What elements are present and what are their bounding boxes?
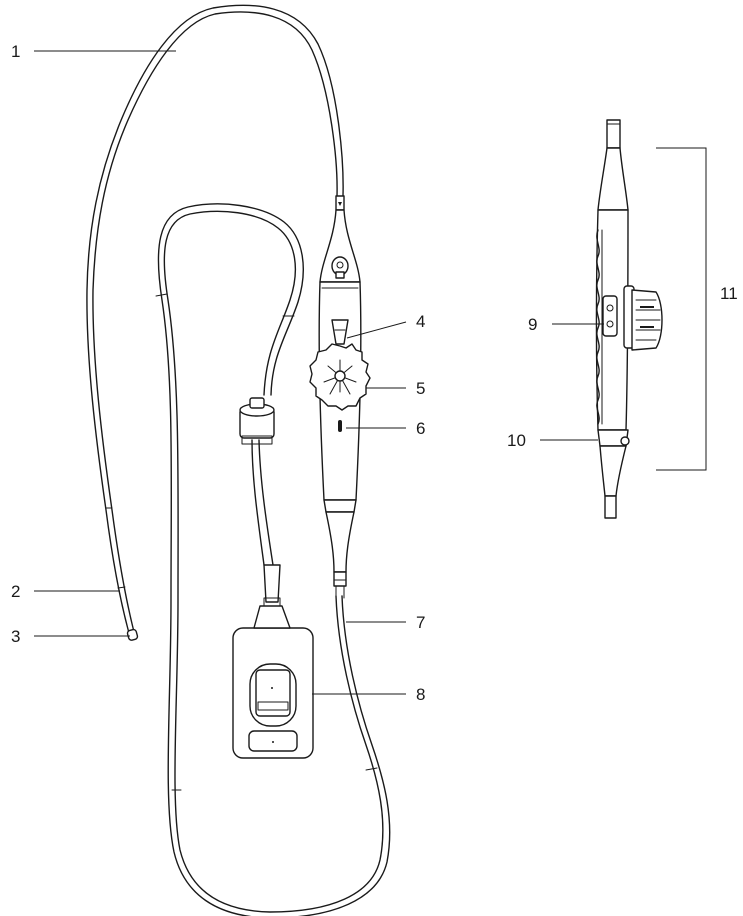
callout-9: 9: [528, 315, 537, 334]
callout-8: 8: [416, 685, 425, 704]
connector-cable: [239, 397, 275, 566]
handle-side: [595, 119, 663, 519]
callout-4: 4: [416, 312, 425, 331]
callout-5: 5: [416, 379, 425, 398]
callout-10: 10: [507, 431, 526, 450]
umbilical-cable: [155, 203, 391, 916]
callout-6: 6: [416, 419, 425, 438]
connector: [232, 564, 314, 759]
control-wheel: [309, 343, 371, 411]
insertion-cable: [86, 4, 344, 641]
callout-7: 7: [416, 613, 425, 632]
callout-1: 1: [11, 42, 20, 61]
bracket-11: [656, 147, 707, 471]
callout-2: 2: [11, 582, 20, 601]
callout-3: 3: [11, 627, 20, 646]
leader-lines: [34, 50, 604, 695]
handle-front: [309, 195, 371, 599]
callout-11: 11: [720, 284, 738, 303]
